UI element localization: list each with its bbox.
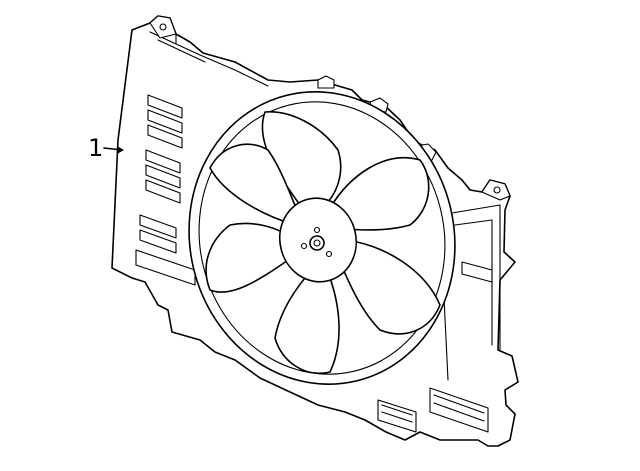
- callout-label-1: 1: [88, 134, 104, 162]
- fan-blades: [205, 111, 441, 375]
- left-mount-tab: [149, 15, 177, 39]
- fan-blade: [329, 157, 430, 231]
- fan-blade: [205, 222, 301, 293]
- mount-hole: [159, 23, 167, 31]
- mount-hole: [493, 186, 501, 194]
- hub-center: [309, 235, 325, 251]
- fan-blade: [209, 143, 299, 226]
- fan-hub: [278, 197, 358, 283]
- right-mount-tab: [481, 179, 511, 201]
- bottom-louvres: [377, 261, 493, 433]
- fan-blade: [274, 264, 340, 375]
- top-clip: [317, 75, 335, 89]
- left-louvres: [135, 94, 196, 286]
- fan-blade: [339, 239, 441, 335]
- shroud-top-strip: [149, 31, 269, 87]
- callout-1-leader: [103, 146, 124, 154]
